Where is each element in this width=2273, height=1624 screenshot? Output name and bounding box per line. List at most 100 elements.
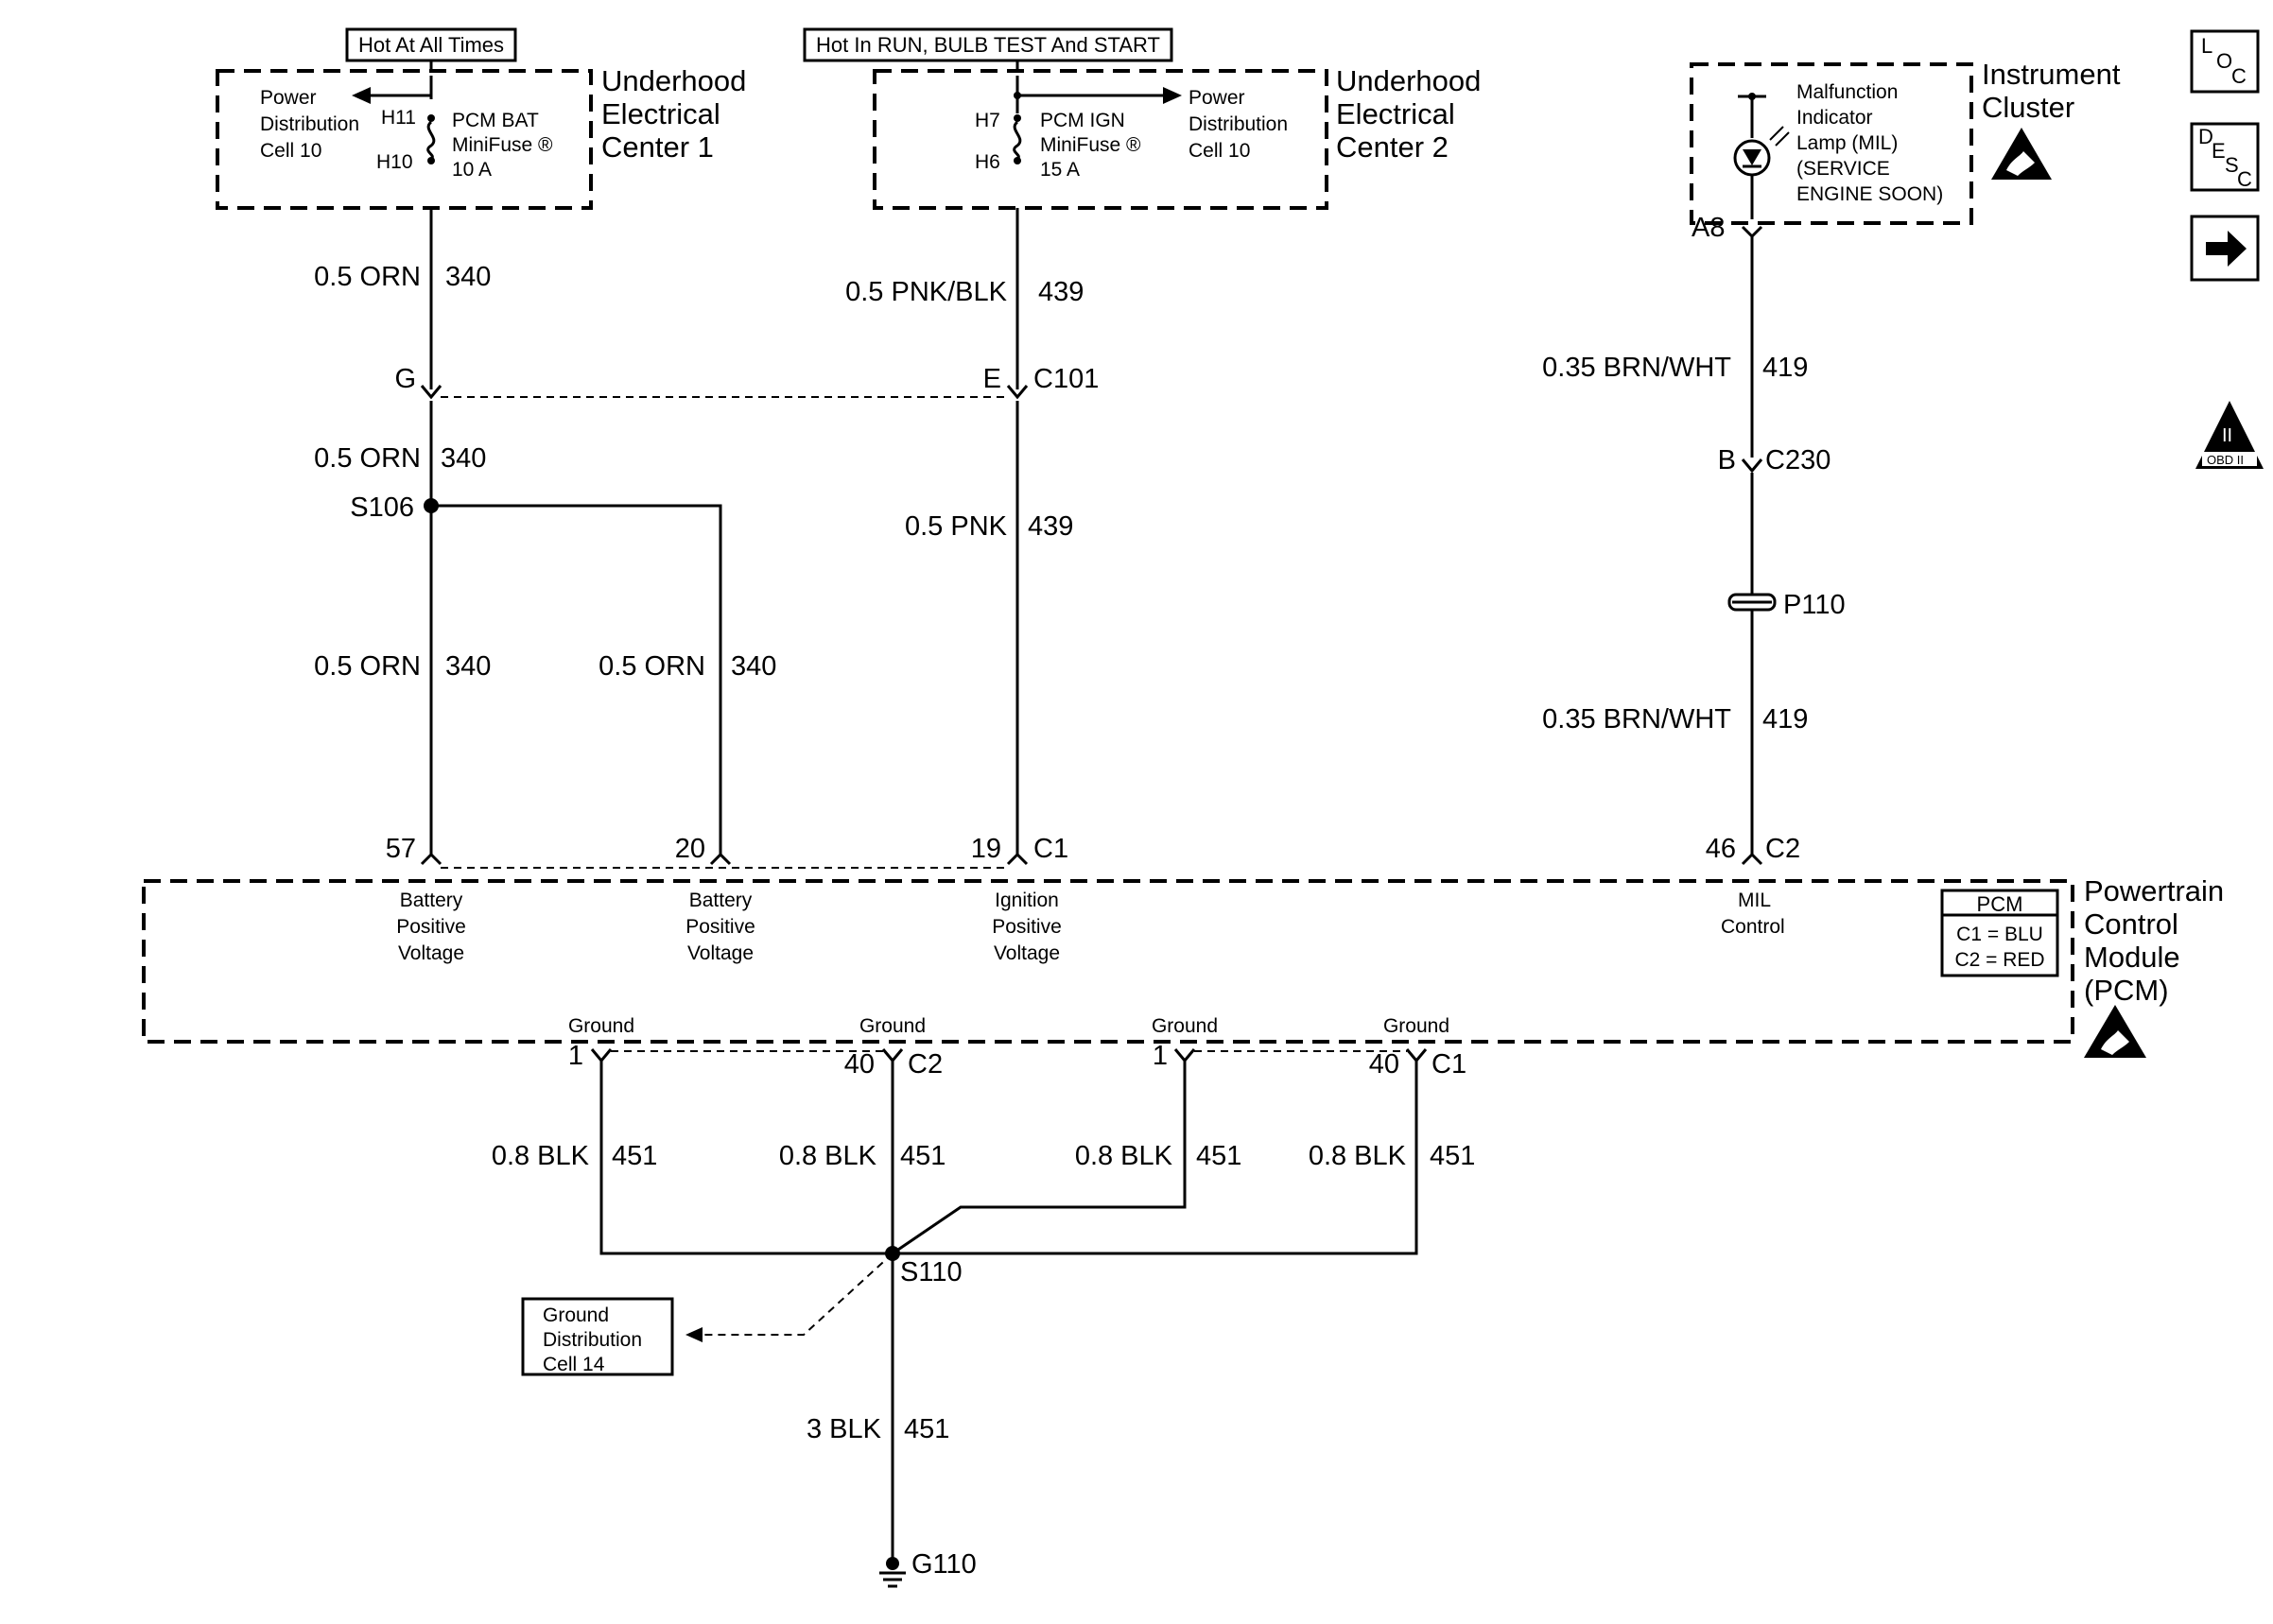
hot-at-all-times-label: Hot At All Times bbox=[358, 33, 504, 57]
ground-distribution-line3: Cell 14 bbox=[543, 1354, 605, 1375]
ground-g110-icon bbox=[879, 1557, 906, 1588]
wire-340-mid-circuit: 340 bbox=[441, 443, 486, 474]
pcm-ground-pin-40b-number: 40 bbox=[1369, 1049, 1399, 1080]
wire-451-main-gauge: 3 BLK bbox=[807, 1414, 882, 1444]
uec1-pdc-line2: Distribution bbox=[260, 113, 359, 135]
uec2-pdc-line2: Distribution bbox=[1189, 113, 1288, 135]
uec1-pdc-arrow bbox=[352, 87, 371, 104]
underhood-electrical-center-2-box bbox=[873, 69, 1328, 210]
connector-g-pin bbox=[420, 385, 442, 400]
uec1-fuse-line2: MiniFuse ® bbox=[452, 134, 553, 156]
ground-distribution-link bbox=[702, 1253, 894, 1336]
pcm-ground-pin-1b bbox=[1173, 1048, 1196, 1063]
uec1-title-line2: Electrical bbox=[601, 97, 720, 130]
desc-icon[interactable]: D E S C bbox=[2190, 122, 2260, 192]
connector-e-label: E bbox=[983, 364, 1001, 394]
pcm-c1-bottom-label: C1 bbox=[1431, 1049, 1466, 1080]
loc-icon-c: C bbox=[2231, 64, 2247, 88]
uec1-h11: H11 bbox=[381, 107, 416, 129]
pcm-c1-top-label: C1 bbox=[1033, 834, 1068, 864]
pcm-title-line2: Control bbox=[2084, 907, 2178, 941]
desc-icon-e: E bbox=[2212, 139, 2226, 163]
pcm-c2-top-label: C2 bbox=[1765, 834, 1800, 864]
mil-label-line3: Lamp (MIL) bbox=[1796, 132, 1898, 154]
wire-340-top-circuit: 340 bbox=[445, 262, 491, 292]
wire-451-d-circuit: 451 bbox=[1430, 1141, 1475, 1171]
wire-419-bot-circuit: 419 bbox=[1762, 704, 1808, 734]
mil-label-line5: ENGINE SOON) bbox=[1796, 183, 1943, 205]
wire-451-c-gauge: 0.8 BLK bbox=[1075, 1141, 1173, 1171]
uec2-fuse-icon bbox=[1013, 120, 1022, 161]
cluster-title-line1: Instrument bbox=[1982, 58, 2121, 91]
wire-439-top-circuit: 439 bbox=[1038, 277, 1084, 307]
pcm-pin19-label-line2: Positive bbox=[992, 916, 1062, 938]
wire-451-c bbox=[892, 1061, 1187, 1255]
ground-distribution-line1: Ground bbox=[543, 1304, 609, 1326]
wire-419-bot-gauge: 0.35 BRN/WHT bbox=[1542, 704, 1731, 734]
uec1-title-line3: Center 1 bbox=[601, 130, 714, 164]
connector-g-label: G bbox=[394, 364, 416, 394]
pcm-ground-label-4: Ground bbox=[1383, 1015, 1449, 1037]
pcm-ground-pin-40a-number: 40 bbox=[844, 1049, 875, 1080]
mil-label-line1: Malfunction bbox=[1796, 81, 1898, 103]
next-arrow-icon[interactable] bbox=[2190, 215, 2260, 282]
uec1-pdc-line3: Cell 10 bbox=[260, 140, 321, 162]
pcm-ground-pin-40b bbox=[1405, 1048, 1428, 1063]
pcm-c2-bottom-label: C2 bbox=[908, 1049, 943, 1080]
wire-451-main-circuit: 451 bbox=[904, 1414, 949, 1444]
uec1-h11-dot bbox=[427, 114, 435, 122]
loc-icon[interactable]: L O C bbox=[2190, 29, 2260, 94]
splice-s106-label: S106 bbox=[350, 492, 414, 523]
uec1-fuse-line3: 10 A bbox=[452, 159, 492, 181]
pcm-pin57-label-line2: Positive bbox=[396, 916, 466, 938]
wire-451-c-circuit: 451 bbox=[1196, 1141, 1241, 1171]
pcm-pin46-label-line2: Control bbox=[1721, 916, 1785, 938]
pcm-pin19-number: 19 bbox=[971, 834, 1001, 864]
connector-c230-pin bbox=[1741, 458, 1763, 474]
wire-451-b-circuit: 451 bbox=[900, 1141, 946, 1171]
pcm-pin19-label-line3: Voltage bbox=[994, 942, 1060, 964]
wire-340-top-gauge: 0.5 ORN bbox=[314, 262, 421, 292]
pass-through-p110-label: P110 bbox=[1783, 590, 1846, 620]
pcm-pin19-label-line1: Ignition bbox=[995, 890, 1059, 911]
uec1-fuse-line1: PCM BAT bbox=[452, 110, 539, 131]
uec2-fuse-line1: PCM IGN bbox=[1040, 110, 1125, 131]
uec2-title-line3: Center 2 bbox=[1336, 130, 1449, 164]
ground-g110-label: G110 bbox=[911, 1549, 977, 1580]
wire-340-right-gauge: 0.5 ORN bbox=[599, 651, 705, 682]
pcm-pin57-label-line1: Battery bbox=[400, 890, 463, 911]
wire-340-right bbox=[431, 504, 722, 855]
ground-distribution-box[interactable] bbox=[521, 1297, 674, 1376]
underhood-electrical-center-1-box bbox=[216, 69, 593, 210]
instrument-cluster-box bbox=[1690, 62, 1973, 225]
obd-ii-icon[interactable]: II OBD II bbox=[2195, 401, 2264, 469]
uec2-title-line1: Underhood bbox=[1336, 64, 1481, 97]
wire-439-mid-circuit: 439 bbox=[1028, 511, 1073, 542]
wire-451-d-gauge: 0.8 BLK bbox=[1309, 1141, 1407, 1171]
wire-340-left-circuit: 340 bbox=[445, 651, 491, 682]
pcm-ground-pin-1a-number: 1 bbox=[568, 1041, 583, 1071]
pass-through-p110 bbox=[1727, 593, 1777, 612]
pcm-ground-pin-40a bbox=[881, 1048, 904, 1063]
pcm-pin-20 bbox=[709, 852, 732, 866]
wire-340-mid-gauge: 0.5 ORN bbox=[314, 443, 421, 474]
pcm-pin57-label-line3: Voltage bbox=[398, 942, 464, 964]
uec2-title-line2: Electrical bbox=[1336, 97, 1455, 130]
cluster-title-line2: Cluster bbox=[1982, 91, 2074, 124]
pcm-title-line1: Powertrain bbox=[2084, 874, 2224, 907]
wire-419-top-gauge: 0.35 BRN/WHT bbox=[1542, 353, 1731, 383]
pcm-pin46-number: 46 bbox=[1706, 834, 1736, 864]
pcm-ground-label-1: Ground bbox=[568, 1015, 634, 1037]
obd-ii-label: OBD II bbox=[2207, 453, 2244, 467]
ground-distribution-line2: Distribution bbox=[543, 1329, 642, 1351]
ground-distribution-arrow bbox=[685, 1327, 703, 1342]
uec2-h7-dot bbox=[1014, 114, 1021, 122]
desc-icon-s: S bbox=[2225, 153, 2239, 177]
hot-in-run-box bbox=[803, 27, 1173, 62]
hot-in-run-label: Hot In RUN, BULB TEST And START bbox=[816, 33, 1160, 57]
wire-439-mid-gauge: 0.5 PNK bbox=[905, 511, 1008, 542]
pcm-ground-pin-1a bbox=[590, 1048, 613, 1063]
pcm-pin20-label-line1: Battery bbox=[689, 890, 753, 911]
pcm-ground-label-3: Ground bbox=[1152, 1015, 1218, 1037]
